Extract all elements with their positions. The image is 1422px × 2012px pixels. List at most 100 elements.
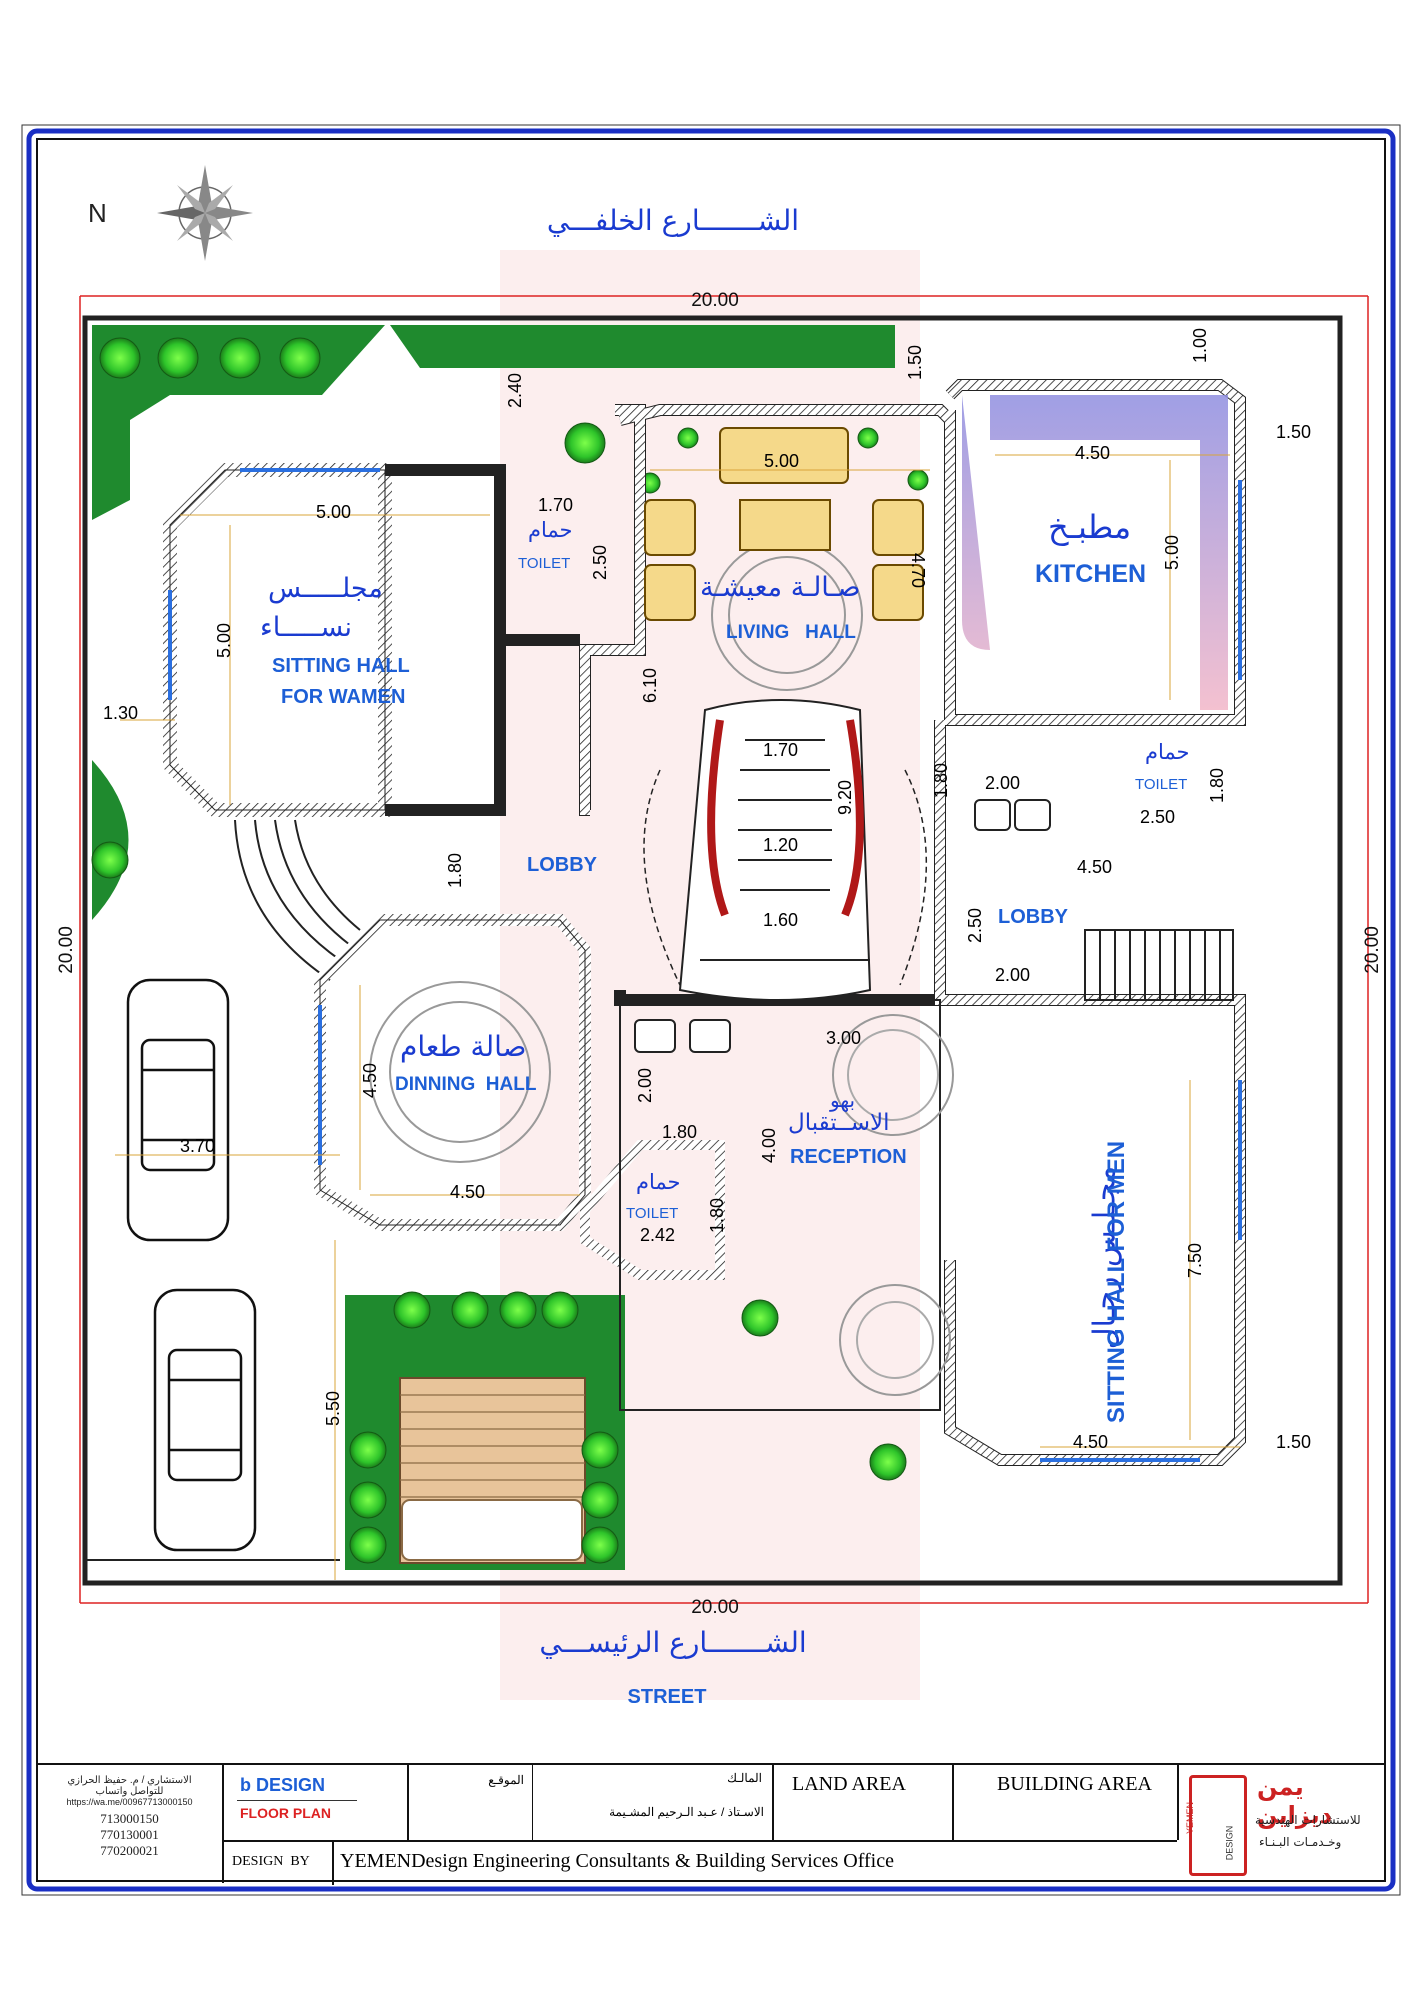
dim-500-living: 5.00 (764, 451, 800, 471)
title-block: الاستشاري / م. حفيظ الحرازي للتواصل واتس… (37, 1763, 1385, 1885)
dim-150-right: 1.50 (1276, 422, 1312, 442)
kitchen-ar: مطبـخ (1048, 508, 1132, 546)
dining-ar: صالة طعام (400, 1030, 527, 1063)
building-area-cell: BUILDING AREA (952, 1765, 1179, 1840)
logo-sub-2: وخـدمـات البـنـاء (1259, 1835, 1342, 1849)
dim-610: 6.10 (640, 667, 661, 704)
dim-130: 1.30 (103, 703, 139, 723)
owner-label: المالـك (727, 1771, 762, 1785)
dim-250-kt: 2.50 (1140, 807, 1176, 827)
dim-180-vert: 1.80 (931, 762, 952, 799)
sinks (634, 799, 1051, 1053)
phone-1: 713000150 (100, 1811, 159, 1826)
toilet-top-en: TOILET (518, 555, 571, 572)
owner-cell: المالـك الاسـتاذ / عـبد الـرحيم المشـيمة (532, 1765, 774, 1840)
logo-cell: YEMEN DESIGN يمن ديزاين للاستشارات الهند… (1177, 1765, 1385, 1883)
dim-200-lobby: 2.00 (995, 965, 1031, 985)
dim-550: 5.50 (323, 1390, 344, 1427)
shrubs (91, 337, 929, 1564)
dim-150-top: 1.50 (905, 344, 926, 381)
toilet-bottom-ar: حمام (636, 1170, 681, 1194)
living-ar: صـالـة معيشـة (700, 572, 861, 603)
dim-180-lobby: 1.80 (445, 852, 466, 889)
logo-side-2: DESIGN (1224, 1825, 1235, 1861)
owner-name: الاسـتاذ / عـبد الـرحيم المشـيمة (609, 1805, 764, 1819)
dim-500-kitchen: 5.00 (1162, 534, 1183, 571)
dim-300: 3.00 (826, 1028, 862, 1048)
dim-470: 4.70 (908, 552, 929, 589)
building-area-label: BUILDING AREA (997, 1773, 1152, 1795)
dining-en: DINNING HALL (395, 1074, 537, 1095)
dim-370: 3.70 (180, 1136, 216, 1156)
toilet-bottom-walls (580, 1140, 725, 1280)
dim-500-women-h: 5.00 (214, 622, 235, 659)
dim-200-wc: 2.00 (635, 1067, 656, 1104)
toilet-kitchen-en: TOILET (1135, 776, 1188, 793)
car-1-icon (126, 978, 230, 1242)
dim-120: 1.20 (763, 835, 799, 855)
contact-link[interactable]: https://wa.me/00967713000150 (66, 1797, 193, 1807)
land-area-label: LAND AREA (792, 1773, 906, 1795)
logo-sub-1: للاستشارات الهندسية (1255, 1813, 1361, 1827)
dim-top: 20.00 (691, 290, 739, 311)
street-label: STREET (628, 1686, 707, 1708)
reception-en: RECEPTION (790, 1146, 907, 1168)
dim-450-dining-v: 4.50 (360, 1062, 381, 1099)
north-arrow-icon (157, 165, 253, 261)
contact-label: للتواصل واتساب (95, 1786, 164, 1797)
dim-920: 9.20 (835, 779, 856, 816)
phone-2: 770130001 (100, 1827, 159, 1842)
women-sitting-ar-1: مجلـــــس (268, 573, 383, 604)
living-en: LIVING HALL (726, 622, 856, 643)
design-by-cell: DESIGN BY YEMENDesign Engineering Consul… (222, 1840, 1177, 1885)
dining-rug (369, 981, 551, 1163)
logo-side-1: YEMEN (1185, 1801, 1196, 1835)
living-sofas (644, 427, 924, 621)
kitchen-counter (962, 395, 1228, 710)
dim-180-kt: 1.80 (1207, 767, 1228, 804)
toilet-top-ar: حمام (528, 518, 573, 542)
north-letter: N (88, 198, 107, 228)
right-lobby-stair (1084, 929, 1234, 1001)
women-sitting-ar-2: نســـــاء (260, 612, 353, 643)
car-2-icon (153, 1288, 257, 1552)
garden-top (390, 325, 895, 368)
lobby-left: LOBBY (527, 854, 597, 876)
women-sitting-en-1: SITTING HALL (272, 655, 410, 677)
design-cell: b DESIGN FLOOR PLAN (222, 1765, 409, 1840)
toilet-bottom-en: TOILET (626, 1205, 679, 1222)
reception-ar-2: الاســتقبال (788, 1110, 890, 1136)
location-cell: الموقـع (407, 1765, 533, 1840)
dim-750: 7.50 (1185, 1242, 1206, 1279)
dim-450-lobby: 4.50 (1077, 857, 1113, 877)
dim-200-kt: 2.00 (985, 773, 1021, 793)
back-street-label: الشـــــــارع الخلفـــي (547, 204, 799, 237)
phone-3: 770200021 (100, 1843, 159, 1858)
dim-left: 20.00 (56, 926, 77, 974)
lobby-right: LOBBY (998, 906, 1068, 928)
consultant-cell: الاستشاري / م. حفيظ الحرازي للتواصل واتس… (37, 1765, 224, 1883)
location-label: الموقـع (488, 1773, 524, 1787)
men-sitting-en: SITTING HALL FOR MEN (1103, 1140, 1130, 1424)
blue-frame (26, 128, 1396, 1892)
dim-250-lobby: 2.50 (965, 907, 986, 944)
dim-450-dining-h: 4.50 (450, 1182, 486, 1202)
garden-sofa (401, 1499, 583, 1561)
design-by-label: DESIGN BY (232, 1854, 310, 1869)
floor-plan-label: FLOOR PLAN (240, 1805, 331, 1821)
main-street-label: الشـــــــارع الرئيســـي (539, 1626, 806, 1659)
dim-170-stair: 1.70 (763, 740, 799, 760)
land-area-cell: LAND AREA (772, 1765, 954, 1840)
kitchen-en: KITCHEN (1035, 560, 1147, 588)
dim-bottom: 20.00 (691, 1597, 739, 1618)
dim-170-toilet: 1.70 (538, 495, 574, 515)
reception-ar-1: بهو (830, 1088, 856, 1112)
main-staircase (678, 699, 872, 1001)
dim-400: 4.00 (759, 1127, 780, 1164)
design-label: b DESIGN (240, 1775, 326, 1795)
logo-mark-icon: YEMEN DESIGN (1185, 1775, 1247, 1876)
logo-name: يمن ديزاين (1257, 1773, 1333, 1829)
dim-500-women-w: 5.00 (316, 502, 352, 522)
dim-180-wc2: 1.80 (707, 1197, 728, 1234)
